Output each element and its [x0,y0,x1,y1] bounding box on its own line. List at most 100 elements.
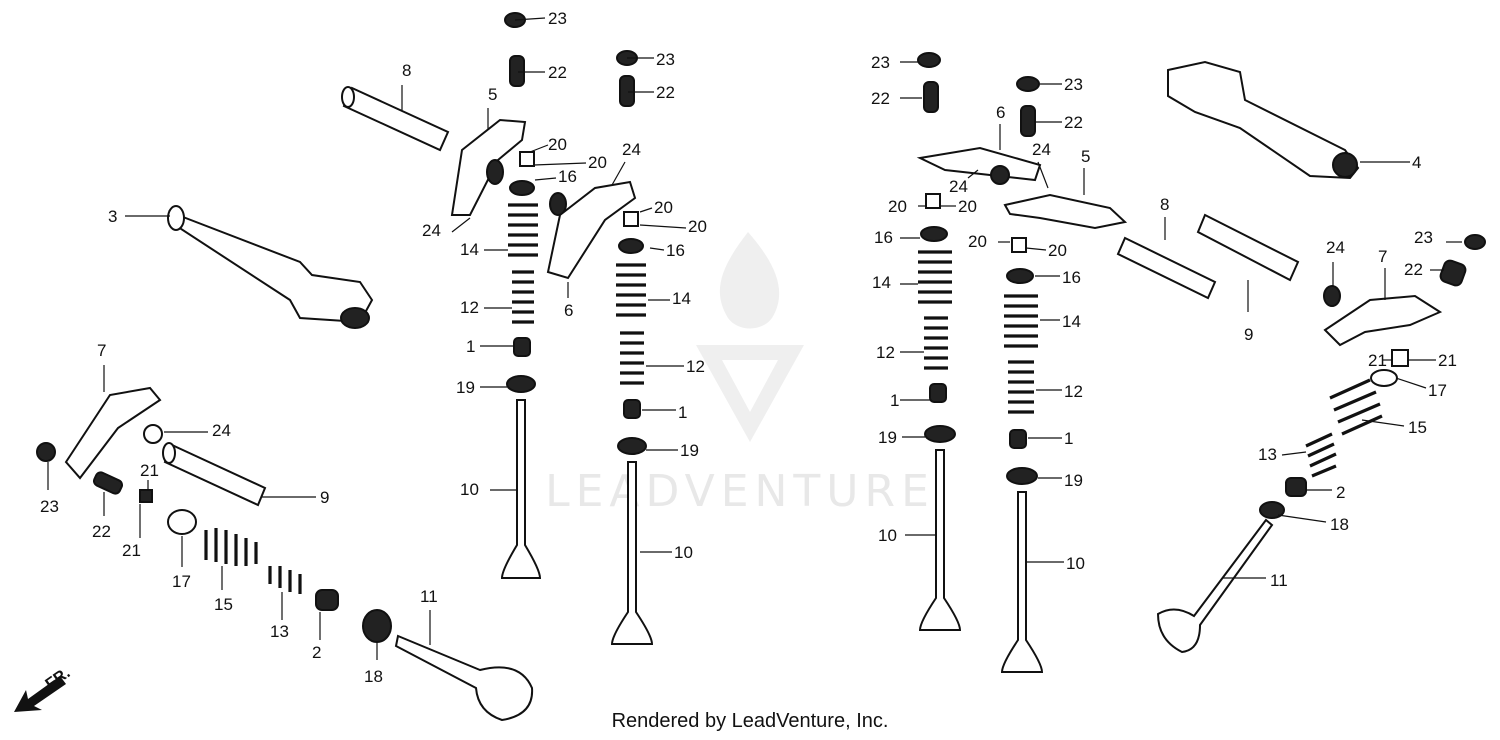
callout: 10 [1026,554,1085,573]
callout: 10 [460,480,518,499]
callout-number: 1 [678,403,687,422]
spring-retainer-part [167,509,197,535]
stem-seal-part [513,337,531,357]
callout: 21 [1368,351,1392,370]
callout-leader-line [1395,377,1427,389]
rocker-shaft-part [1116,236,1217,300]
callout: 22 [628,83,675,102]
callout: 19 [646,441,699,460]
callout-number: 12 [1064,382,1083,401]
callout-number: 24 [622,140,641,159]
callout: 22 [1035,113,1083,132]
rocker-arm-part [64,386,162,480]
callout-number: 22 [92,522,111,541]
callout: 24 [164,421,231,440]
callout-number: 20 [548,135,567,154]
callout-number: 12 [876,343,895,362]
callout: 1 [466,337,514,356]
callout-leader-line [1025,247,1047,251]
callout: 16 [874,228,920,247]
adjust-screw-part [1439,259,1467,287]
callout: 20 [1025,241,1067,260]
callout-leader-line [514,17,546,21]
callout-number: 2 [1336,483,1345,502]
spring-seat-part [924,425,956,443]
callout: 15 [1361,418,1427,437]
rocker-washer-part [143,424,163,444]
callout-number: 1 [466,337,475,356]
spring-retainer-part [920,226,948,242]
callout-number: 15 [1408,418,1427,437]
outer-spring-part [508,203,538,257]
spring-retainer-part [509,180,535,196]
callout: 20 [940,197,977,216]
callout: 23 [40,462,59,516]
callout-number: 18 [1330,515,1349,534]
callout: 22 [518,63,567,82]
callout: 20 [968,232,1010,251]
callout: 23 [627,50,675,69]
callout-number: 9 [1244,325,1253,344]
callout-number: 19 [680,441,699,460]
callout-number: 10 [878,526,897,545]
callout-number: 10 [1066,554,1085,573]
rocker-shaft-end [162,442,176,464]
callout: 7 [1378,247,1387,300]
inner-spring-part [512,270,534,324]
adjust-screw-part [1020,105,1036,137]
callout: 3 [108,207,170,226]
callout: 16 [1035,268,1081,287]
callout-number: 1 [890,391,899,410]
front-direction-arrow: FR. [14,665,73,712]
callout-number: 16 [874,228,893,247]
callout: 18 [364,642,383,686]
rocker-shaft-part [163,443,267,507]
callout-number: 8 [1160,195,1169,214]
rocker-arm-part [546,180,637,280]
callout-number: 13 [270,622,289,641]
callout: 5 [487,85,497,130]
callout-number: 24 [949,177,968,196]
callout: 16 [534,167,577,186]
callout-number: 14 [672,289,691,308]
stem-seal-part [623,399,641,419]
callout-number: 4 [1412,153,1421,172]
right-assembly [916,52,1486,673]
callout: 9 [262,488,329,507]
valve-cap-part [1016,76,1040,92]
callout-number: 7 [97,341,106,360]
callout-number: 19 [1064,471,1083,490]
callout-number: 16 [558,167,577,186]
callout-number: 16 [666,241,685,260]
callout-leader-line [451,217,471,233]
outer-spring-part [204,528,258,566]
outer-spring-part [616,263,646,317]
callout-number: 23 [1064,75,1083,94]
callout: 12 [460,298,512,317]
callout-number: 22 [548,63,567,82]
callout-number: 21 [1368,351,1387,370]
callout-number: 19 [456,378,475,397]
rocker-arm-part [1003,193,1128,230]
callout-number: 16 [1062,268,1081,287]
rocker-washer-part [1323,285,1341,307]
callout-number: 23 [656,50,675,69]
callout-number: 8 [402,61,411,80]
callout: 21 [122,504,141,560]
rocker-shaft-part [1196,213,1300,282]
callout: 8 [1160,195,1169,240]
callout: 12 [646,357,705,376]
camshaft-end [1332,152,1358,178]
adjust-screw-part [92,471,124,495]
callout-leader-line [639,207,653,213]
rocker-arm-part [916,146,1042,182]
callout-number: 23 [40,497,59,516]
callout-number: 22 [871,89,890,108]
callout: 11 [420,587,438,645]
callout: 24 [422,217,471,240]
callout: 13 [1258,445,1307,464]
callout: 19 [456,378,507,397]
spring-seat-part [617,437,647,455]
inner-spring-part [924,316,948,370]
